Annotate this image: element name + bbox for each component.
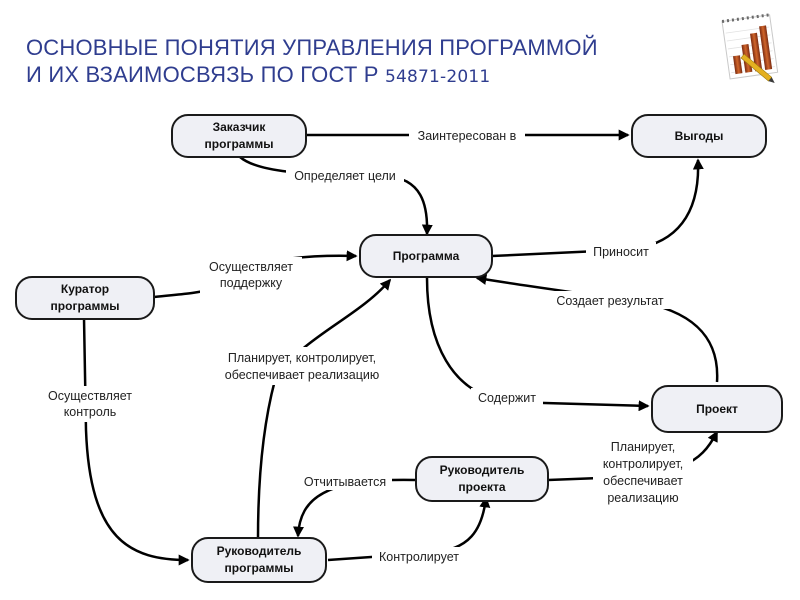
svg-text:Руководитель: Руководитель bbox=[217, 544, 302, 558]
label-defines-goals: Определяет цели bbox=[286, 166, 404, 184]
label-reports: Отчитывается bbox=[298, 472, 392, 490]
label-creates-result: Создает результат bbox=[546, 291, 674, 309]
node-program-manager: Руководитель программы bbox=[191, 537, 327, 583]
svg-text:Руководитель: Руководитель bbox=[440, 463, 525, 477]
page-title: ОСНОВНЫЕ ПОНЯТИЯ УПРАВЛЕНИЯ ПРОГРАММОЙ И… bbox=[26, 34, 598, 91]
svg-text:реализацию: реализацию bbox=[607, 491, 678, 505]
node-project-manager: Руководитель проекта bbox=[415, 456, 549, 502]
svg-text:Заказчик: Заказчик bbox=[213, 120, 267, 134]
svg-text:проекта: проекта bbox=[458, 480, 505, 494]
title-line-1: ОСНОВНЫЕ ПОНЯТИЯ УПРАВЛЕНИЯ ПРОГРАММОЙ bbox=[26, 35, 598, 60]
svg-text:Контролирует: Контролирует bbox=[379, 550, 459, 564]
title-line-2: И ИХ ВЗАИМОСВЯЗЬ ПО ГОСТ Р 54871-2011 bbox=[26, 61, 598, 91]
svg-text:Создает результат: Создает результат bbox=[556, 294, 664, 308]
label-brings: Приносит bbox=[586, 242, 656, 260]
svg-text:контроль: контроль bbox=[64, 405, 117, 419]
svg-text:Заинтересован в: Заинтересован в bbox=[418, 129, 517, 143]
label-supports: Осуществляет поддержку bbox=[200, 257, 302, 293]
label-plans-project: Планирует, контролирует, обеспечивает ре… bbox=[593, 438, 693, 514]
svg-text:Выгоды: Выгоды bbox=[675, 129, 724, 143]
edge-controls-curator bbox=[82, 317, 190, 566]
svg-text:Осуществляет: Осуществляет bbox=[209, 260, 293, 274]
title-line-2-text: И ИХ ВЗАИМОСВЯЗЬ ПО ГОСТ Р bbox=[26, 62, 385, 87]
node-curator: Куратор программы bbox=[15, 276, 155, 320]
svg-text:Определяет цели: Определяет цели bbox=[294, 169, 396, 183]
svg-text:Отчитывается: Отчитывается bbox=[304, 475, 386, 489]
label-plans-program: Планирует, контролирует, обеспечивает ре… bbox=[213, 347, 391, 385]
svg-text:Осуществляет: Осуществляет bbox=[48, 389, 132, 403]
title-standard-number: 54871-2011 bbox=[384, 67, 491, 87]
node-customer: Заказчик программы bbox=[171, 114, 307, 158]
svg-text:программы: программы bbox=[225, 561, 294, 575]
svg-text:программы: программы bbox=[205, 137, 274, 151]
svg-text:Куратор: Куратор bbox=[61, 282, 109, 296]
label-interested-in: Заинтересован в bbox=[409, 126, 525, 144]
svg-text:Содержит: Содержит bbox=[478, 391, 536, 405]
node-benefits: Выгоды bbox=[631, 114, 767, 158]
svg-text:Приносит: Приносит bbox=[593, 245, 649, 259]
svg-text:контролирует,: контролирует, bbox=[603, 457, 683, 471]
svg-text:поддержку: поддержку bbox=[220, 276, 283, 290]
label-contains: Содержит bbox=[471, 388, 543, 406]
edge-plans-program bbox=[256, 278, 392, 539]
svg-text:Планирует,: Планирует, bbox=[611, 440, 675, 454]
node-program: Программа bbox=[359, 234, 493, 278]
svg-text:Планирует, контролирует,: Планирует, контролирует, bbox=[228, 351, 376, 365]
svg-text:Проект: Проект bbox=[696, 402, 738, 416]
edge-brings bbox=[491, 158, 704, 258]
label-controls-curator: Осуществляет контроль bbox=[38, 386, 142, 422]
svg-text:обеспечивает реализацию: обеспечивает реализацию bbox=[225, 368, 380, 382]
svg-text:Программа: Программа bbox=[393, 249, 460, 263]
bar-chart-notepad-icon bbox=[721, 13, 779, 84]
svg-text:обеспечивает: обеспечивает bbox=[603, 474, 683, 488]
svg-text:программы: программы bbox=[51, 299, 120, 313]
node-project: Проект bbox=[651, 385, 783, 433]
label-controls-pm: Контролирует bbox=[372, 547, 466, 565]
